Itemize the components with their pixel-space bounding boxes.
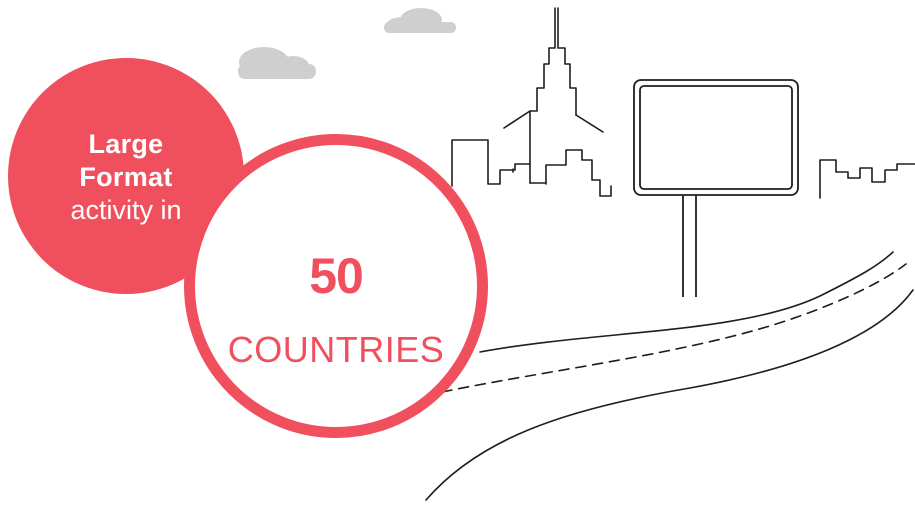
road-icon <box>425 251 914 501</box>
badge-line-activity: activity in <box>70 194 182 225</box>
skyscraper-icon <box>451 7 915 199</box>
countries-count: 50 <box>309 248 364 304</box>
cloud-icon <box>238 47 316 79</box>
billboard-icon <box>633 79 799 297</box>
cloud-icon <box>384 8 456 33</box>
countries-ring <box>184 134 488 438</box>
badge-line-format: Format <box>79 161 173 192</box>
badge-line-large: Large <box>88 128 164 159</box>
countries-label: COUNTRIES <box>227 329 445 370</box>
